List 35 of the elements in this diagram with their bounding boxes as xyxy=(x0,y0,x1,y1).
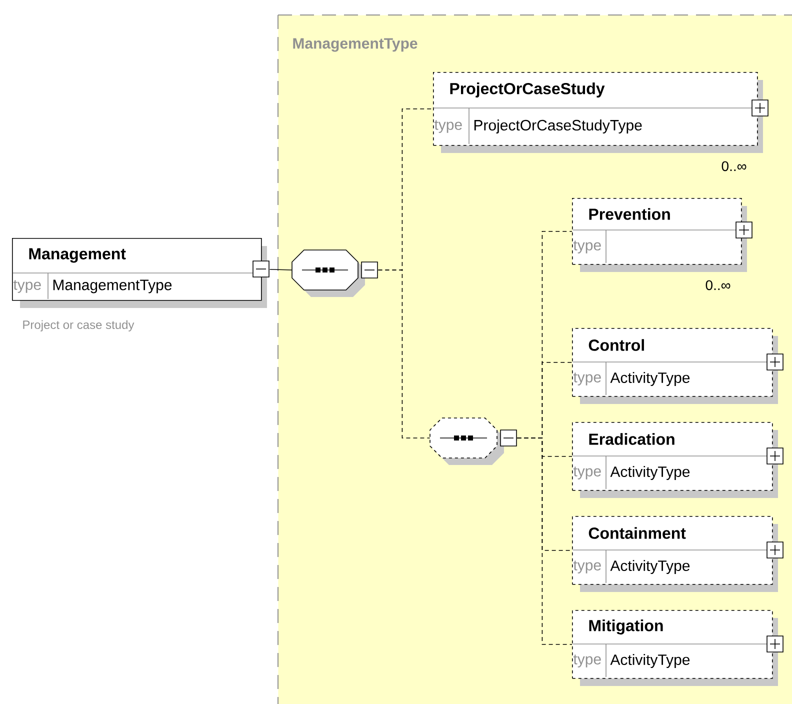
sequence-compositor xyxy=(292,250,378,297)
type-name: ManagementType xyxy=(53,280,172,294)
connector-line xyxy=(378,270,430,438)
multiplicity-label: 0..∞ xyxy=(722,161,746,172)
type-label: type xyxy=(573,560,601,574)
type-label: type xyxy=(573,372,601,386)
element-box xyxy=(572,328,784,404)
type-label: type xyxy=(573,240,601,254)
element-name: Control xyxy=(588,339,644,351)
element-box xyxy=(12,238,270,332)
type-name: ProjectOrCaseStudyType xyxy=(474,120,642,134)
type-label: type xyxy=(573,466,601,480)
element-name: Eradication xyxy=(589,433,674,445)
type-name: ActivityType xyxy=(610,560,690,574)
element-box xyxy=(572,610,784,686)
type-label: type xyxy=(434,120,462,133)
connector-line xyxy=(516,438,572,645)
element-name: ProjectOrCaseStudy xyxy=(450,82,605,98)
element-name: Prevention xyxy=(589,208,670,220)
element-box xyxy=(433,72,768,172)
type-name: ActivityType xyxy=(610,466,690,480)
type-name: ActivityType xyxy=(610,372,690,386)
element-name: Mitigation xyxy=(589,620,663,634)
type-label: type xyxy=(573,654,601,668)
multiplicity-label: 0..∞ xyxy=(706,280,730,290)
sequence-compositor xyxy=(430,418,517,465)
element-name: Containment xyxy=(588,527,686,539)
element-box xyxy=(572,422,784,498)
element-name: Management xyxy=(29,248,126,263)
element-box xyxy=(572,516,784,592)
type-label: type xyxy=(13,280,41,293)
documentation-text: Project or case study xyxy=(23,320,134,332)
connector-line xyxy=(269,269,292,270)
type-name: ActivityType xyxy=(610,654,690,668)
element-box xyxy=(572,198,752,290)
